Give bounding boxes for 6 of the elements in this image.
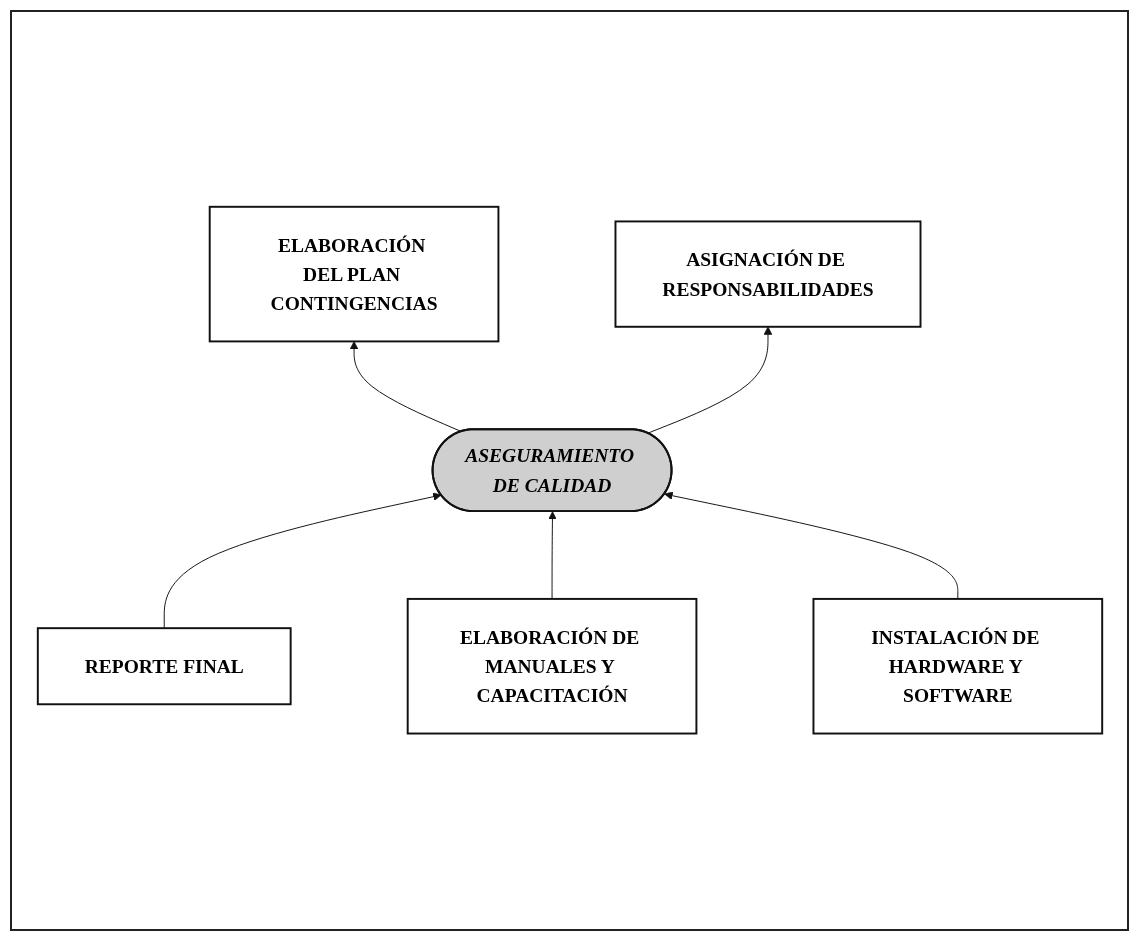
node-box bbox=[208, 206, 499, 343]
diagram-frame: ELABORACIÓN DEL PLAN CONTINGENCIAS ASIGNACIÓN DE RESPONSABILIDADES ASEGURAMIENTO DE CALIDAD REPORTE FINAL ELABORACIÓN DE MANUALES Y CAPACITACIÓN INSTALACIÓN DE HARDWARE Y SOFTWARE bbox=[10, 10, 1129, 931]
node-box bbox=[406, 598, 697, 735]
node-box bbox=[36, 627, 292, 706]
node-box bbox=[812, 598, 1103, 735]
node-box bbox=[614, 220, 921, 329]
